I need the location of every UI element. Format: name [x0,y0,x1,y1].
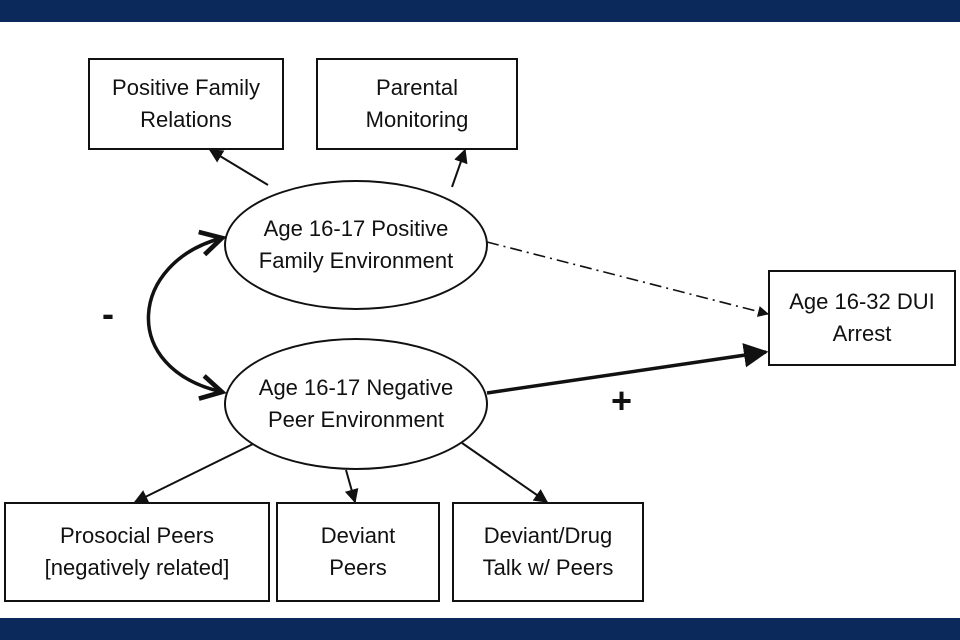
deviant-drug-talk-box: Deviant/Drug Talk w/ Peers [452,502,644,602]
negative-peer-environment-line-1: Age 16-17 Negative [258,375,454,400]
path-peer-to-prosocial [133,442,256,503]
deviant-drug-talk-line-2: Talk w/ Peers [482,555,614,580]
positive-family-environment-line-1: Age 16-17 Positive [263,216,449,241]
negative-peer-environment-line-2: Peer Environment [267,407,445,432]
path-peer-to-dui [486,343,769,395]
parental-monitoring-box: Parental Monitoring [316,58,518,150]
bottom-band [0,618,960,640]
dui-arrest-line-2: Arrest [832,321,892,346]
positive-family-relations-line-1: Positive Family [112,75,260,100]
prosocial-peers-box: Prosocial Peers [negatively related] [4,502,270,602]
dui-arrest-box: Age 16-32 DUI Arrest [768,270,956,366]
path-family-to-dui [486,241,770,317]
path-peer-to-drug-talk [461,442,549,503]
deviant-peers-box: Deviant Peers [276,502,440,602]
path-family-to-relations [208,149,269,186]
dui-arrest-line-1: Age 16-32 DUI [789,289,935,314]
prosocial-peers-line-2: [negatively related] [44,555,230,580]
deviant-peers-line-2: Peers [329,555,387,580]
positive-family-environment-ellipse: Age 16-17 Positive Family Environment [224,180,488,310]
correlation-curve [146,238,222,392]
positive-family-relations-line-2: Relations [140,107,232,132]
top-band [0,0,960,22]
path-peer-to-deviant-peers [344,469,359,504]
parental-monitoring-line-2: Monitoring [365,107,469,132]
positive-family-environment-line-2: Family Environment [258,248,454,273]
deviant-drug-talk-line-1: Deviant/Drug [483,523,613,548]
peer-to-dui-sign: + [611,380,633,421]
positive-family-relations-box: Positive Family Relations [88,58,284,150]
path-family-to-monitoring [451,148,468,188]
deviant-peers-line-1: Deviant [320,523,396,548]
correlation-sign: - [102,293,114,334]
parental-monitoring-line-1: Parental [376,75,458,100]
negative-peer-environment-ellipse: Age 16-17 Negative Peer Environment [224,338,488,470]
prosocial-peers-line-1: Prosocial Peers [59,523,215,548]
